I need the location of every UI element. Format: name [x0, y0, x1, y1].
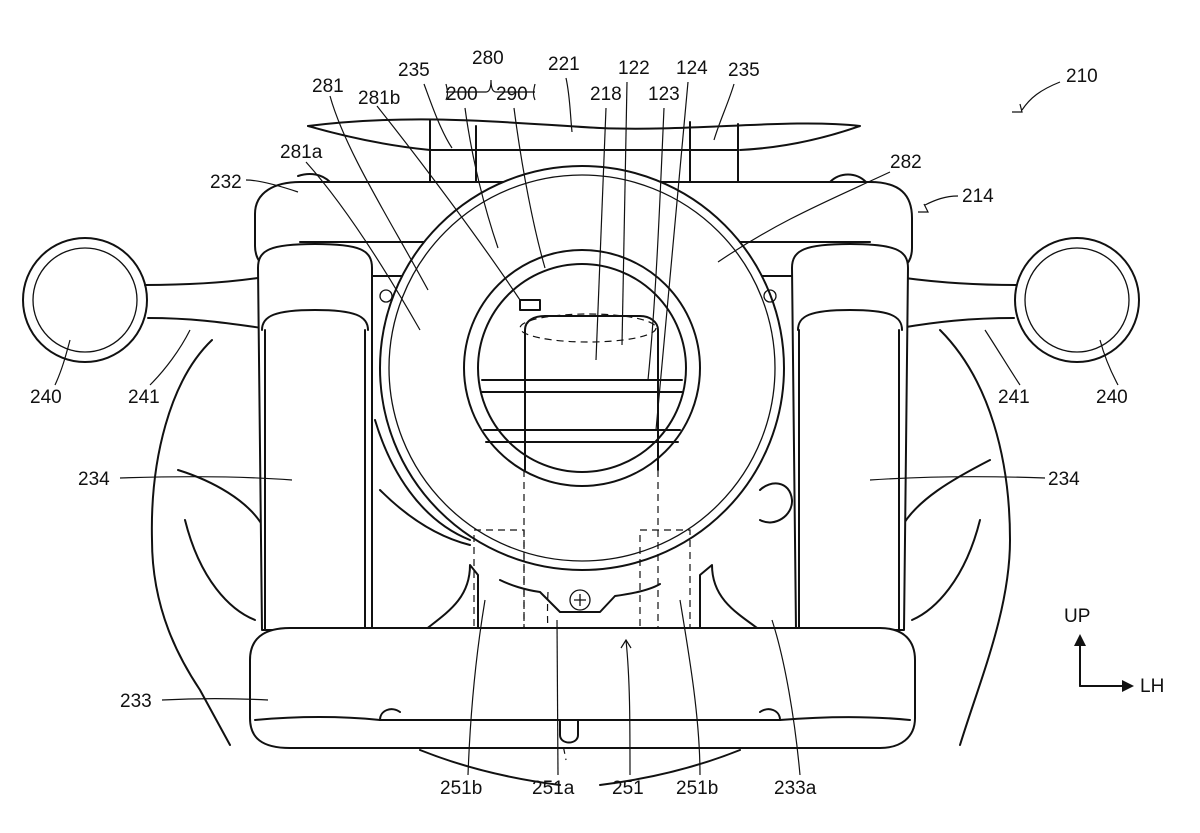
label-122: 122	[618, 58, 650, 79]
label-221: 221	[548, 54, 580, 75]
direction-axes: UP LH	[1064, 606, 1164, 697]
label-281b: 281b	[358, 88, 400, 109]
lh-arrowhead-icon	[1122, 680, 1134, 692]
label-282: 282	[890, 152, 922, 173]
label-251a: 251a	[532, 778, 575, 799]
label-251b-right: 251b	[676, 778, 718, 799]
label-235-right: 235	[728, 60, 760, 81]
rear-shell	[150, 329, 1011, 746]
label-240-right: 240	[1096, 387, 1128, 408]
label-200: 200	[446, 84, 478, 105]
right-mirror	[899, 237, 1140, 363]
axis-up-label: UP	[1064, 606, 1090, 627]
label-281: 281	[312, 76, 344, 97]
ring-assembly	[379, 165, 785, 571]
label-233a: 233a	[774, 778, 817, 799]
label-251: 251	[612, 778, 644, 799]
label-123: 123	[648, 84, 680, 105]
label-251b-left: 251b	[440, 778, 482, 799]
left-mirror	[22, 237, 263, 363]
label-232: 232	[210, 172, 242, 193]
label-218: 218	[590, 84, 622, 105]
fork-tubes	[257, 243, 909, 631]
label-233: 233	[120, 691, 152, 712]
label-241-left: 241	[128, 387, 160, 408]
leader-lines	[54, 77, 1119, 776]
label-281a: 281a	[280, 142, 323, 163]
up-arrowhead-icon	[1074, 634, 1086, 646]
lower-bridge	[249, 627, 916, 786]
label-214: 214	[962, 186, 994, 207]
label-280: 280	[472, 48, 504, 69]
label-234-left: 234	[78, 469, 110, 490]
label-241-right: 241	[998, 387, 1030, 408]
label-210: 210	[1066, 66, 1098, 87]
label-234-right: 234	[1048, 469, 1080, 490]
top-cover	[307, 118, 861, 183]
label-124: 124	[676, 58, 708, 79]
label-290: 290	[496, 84, 528, 105]
axis-lh-label: LH	[1140, 676, 1164, 697]
label-235-left: 235	[398, 60, 430, 81]
label-240-left: 240	[30, 387, 62, 408]
reference-labels: 280 235 221 122 124 235 210 281 281b 200…	[30, 48, 1128, 799]
